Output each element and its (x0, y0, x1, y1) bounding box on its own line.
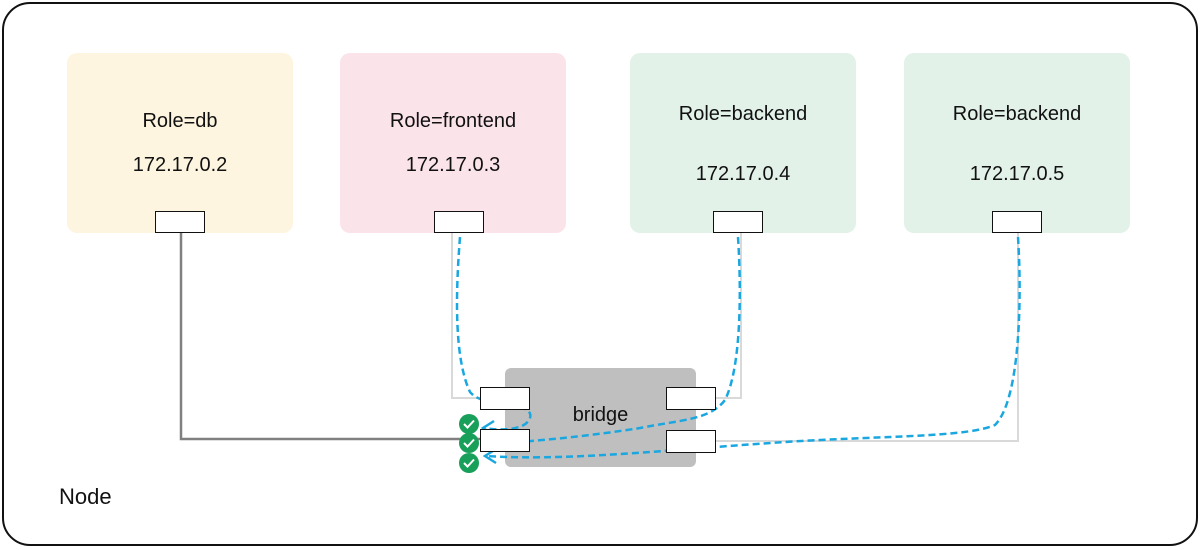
pod-db: Role=db 172.17.0.2 (67, 53, 293, 233)
check-circle-icon (459, 414, 479, 434)
node-label: Node (59, 484, 112, 509)
bridge-port-left-bottom (480, 429, 530, 452)
pod-ip-label: 172.17.0.4 (695, 163, 791, 185)
bridge-port-right-top (666, 387, 716, 410)
pod-ip-label: 172.17.0.3 (405, 154, 501, 176)
pod-frontend: Role=frontend 172.17.0.3 (340, 53, 566, 233)
pod-ip-label: 172.17.0.5 (969, 163, 1065, 185)
pod-backend-1: Role=backend 172.17.0.4 (630, 53, 856, 233)
pod-role-label: Role=db (142, 110, 218, 132)
pod-ip-label: 172.17.0.2 (132, 154, 228, 176)
pod-db-port (155, 211, 205, 233)
check-circle-icon (459, 453, 479, 473)
pod-backend-2-port (992, 211, 1042, 233)
check-circle-icon (459, 433, 479, 453)
pod-backend-2: Role=backend 172.17.0.5 (904, 53, 1130, 233)
bridge-port-left-top (480, 387, 530, 410)
pod-role-label: Role=backend (952, 103, 1082, 125)
pod-role-label: Role=frontend (389, 110, 517, 132)
bridge-port-right-bottom (666, 430, 716, 453)
pod-role-label: Role=backend (678, 103, 808, 125)
pod-backend-1-port (713, 211, 763, 233)
pod-frontend-port (434, 211, 484, 233)
